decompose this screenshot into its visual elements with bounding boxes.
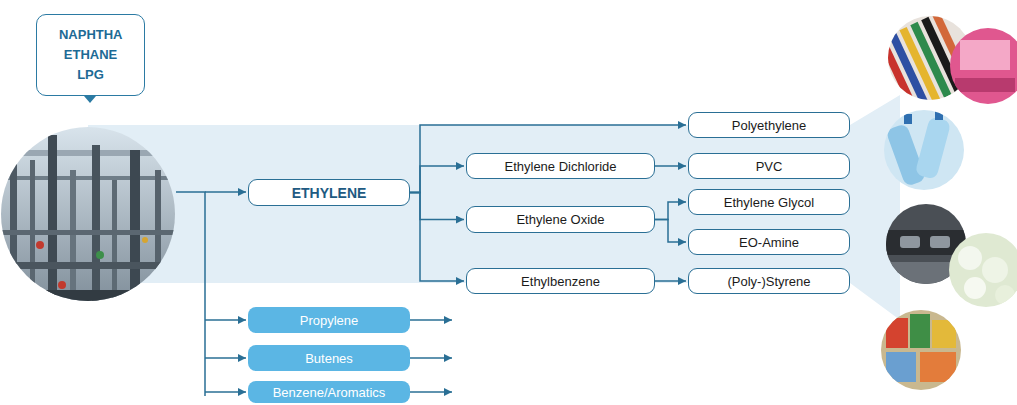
box-label: PVC [756, 159, 783, 174]
pointer [84, 96, 96, 103]
flow-arrow [655, 202, 686, 220]
family-box: Benzene/Aromatics [248, 381, 410, 403]
flow-arrow [655, 220, 686, 243]
intermediate-box: Ethylene Oxide [466, 206, 655, 233]
box-label: NAPHTHA ETHANE LPG [59, 25, 122, 85]
product-box: Polyethylene [688, 112, 850, 138]
highlight-band [88, 95, 900, 320]
flow-arrow [410, 193, 464, 282]
groceries-photo [880, 308, 964, 392]
flow-arrow [410, 166, 464, 193]
product-box: (Poly-)Styrene [688, 268, 850, 294]
box-label: Ethylbenzene [521, 274, 600, 289]
flow-arrow [655, 165, 686, 167]
box-label: Ethylene Dichloride [504, 159, 616, 174]
main-product-box: ETHYLENE [248, 179, 410, 206]
family-box: Propylene [248, 307, 410, 333]
feed-lines [176, 192, 452, 396]
flow-arrow [410, 193, 464, 220]
family-box: Butenes [248, 345, 410, 371]
bottles-photo [882, 108, 966, 192]
box-label: ETHYLENE [292, 185, 367, 201]
flow-arrow [655, 280, 686, 282]
box-label: Propylene [300, 313, 359, 328]
box-label: Butenes [305, 351, 353, 366]
box-label: Ethylene Oxide [516, 212, 604, 227]
box-label: EO-Amine [739, 235, 799, 250]
intermediate-box: Ethylene Dichloride [466, 153, 655, 179]
box-label: (Poly-)Styrene [727, 274, 810, 289]
package-photo [948, 26, 1017, 106]
feedstock-box: NAPHTHA ETHANE LPG [36, 14, 145, 96]
box-label: Polyethylene [732, 118, 806, 133]
flow-arrow [410, 125, 686, 193]
product-box: Ethylene Glycol [688, 189, 850, 215]
plant-photo [0, 126, 180, 310]
box-label: Ethylene Glycol [724, 195, 814, 210]
foam-photo [946, 230, 1017, 310]
box-label: Benzene/Aromatics [273, 385, 386, 400]
intermediate-box: Ethylbenzene [466, 268, 655, 294]
product-box: PVC [688, 153, 850, 179]
product-box: EO-Amine [688, 229, 850, 255]
